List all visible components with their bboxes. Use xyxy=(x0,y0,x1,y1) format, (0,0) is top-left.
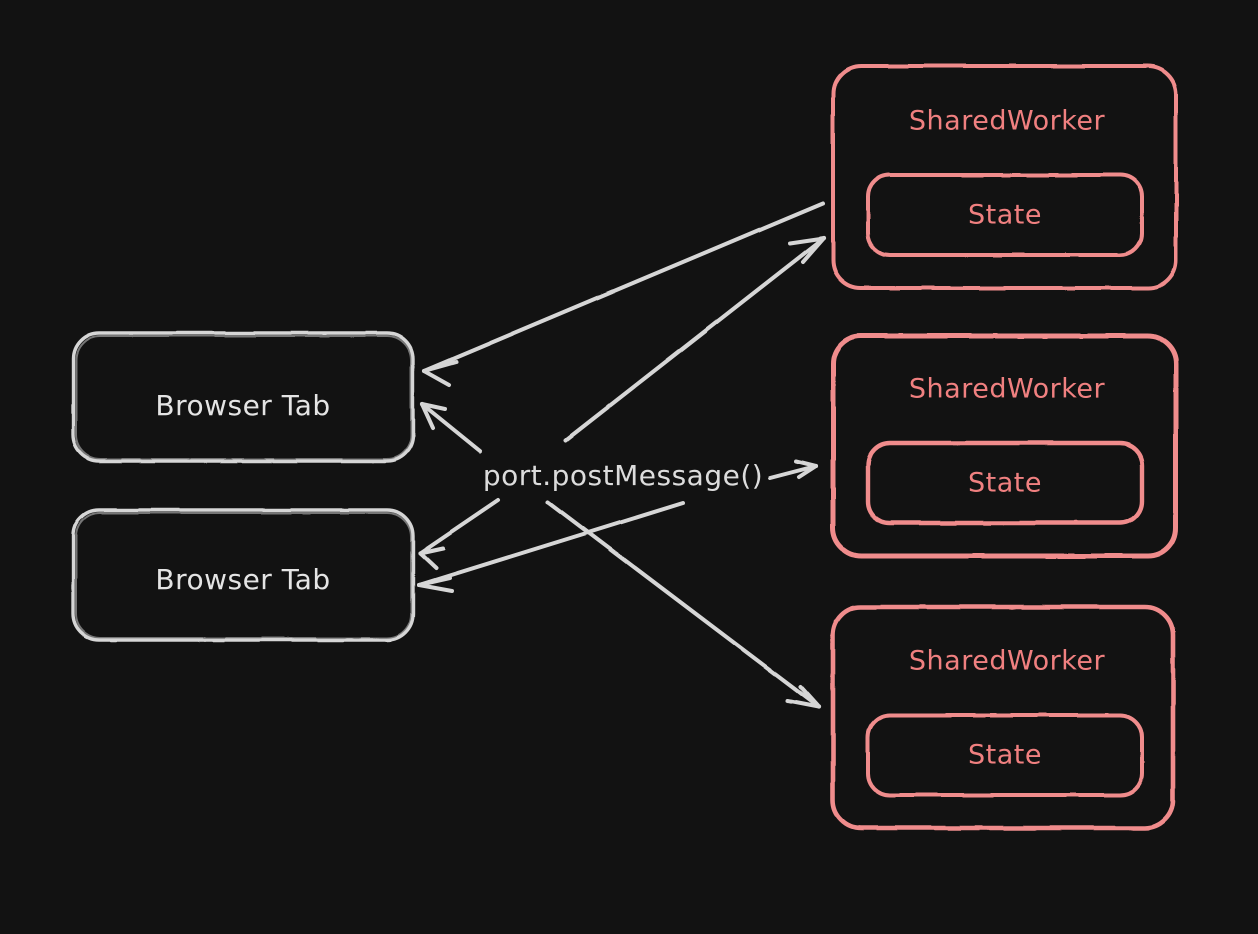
port-post-message-label: port.postMessage() xyxy=(483,459,763,492)
shared-worker-1[interactable]: SharedWorker State xyxy=(831,64,1178,290)
shared-worker-2-state[interactable]: State xyxy=(865,440,1145,526)
edge-label-to-tab2 xyxy=(418,498,500,570)
shared-worker-3-state[interactable]: State xyxy=(866,713,1144,797)
shared-worker-1-state[interactable]: State xyxy=(866,173,1144,257)
browser-tab-2-label: Browser Tab xyxy=(155,563,330,596)
browser-tab-1-box-sketch xyxy=(75,335,412,460)
shared-worker-1-state-label: State xyxy=(968,200,1042,231)
shared-worker-2-state-label: State xyxy=(968,468,1042,499)
shared-worker-1-box xyxy=(831,64,1178,290)
shared-worker-3-box xyxy=(830,604,1176,831)
edge-label-to-worker1 xyxy=(564,236,826,442)
edge-label-to-worker2 xyxy=(768,459,818,480)
browser-tab-2-box xyxy=(71,508,415,642)
shared-worker-3-label: SharedWorker xyxy=(909,646,1106,677)
shared-worker-3[interactable]: SharedWorker State xyxy=(830,604,1176,831)
shared-worker-2-state-box xyxy=(865,440,1145,526)
browser-tab-1[interactable]: Browser Tab xyxy=(71,331,415,463)
shared-worker-2-label: SharedWorker xyxy=(909,374,1106,405)
browser-tab-2-box-sketch xyxy=(75,512,412,639)
shared-worker-3-state-label: State xyxy=(968,740,1042,771)
edge-worker3-to-tab2 xyxy=(417,501,685,593)
edge-worker1-to-tab1 xyxy=(422,201,825,387)
shared-worker-2-box xyxy=(830,333,1179,559)
browser-tab-1-label: Browser Tab xyxy=(155,389,330,422)
browser-tab-1-box xyxy=(71,331,415,463)
browser-tab-2[interactable]: Browser Tab xyxy=(71,508,415,642)
shared-worker-2[interactable]: SharedWorker State xyxy=(830,333,1179,559)
shared-worker-1-state-box xyxy=(866,173,1144,257)
shared-worker-1-label: SharedWorker xyxy=(909,106,1106,137)
shared-worker-3-state-box xyxy=(866,713,1144,797)
edge-tab2-to-worker3 xyxy=(546,500,821,709)
edge-label-to-tab1 xyxy=(420,402,482,453)
